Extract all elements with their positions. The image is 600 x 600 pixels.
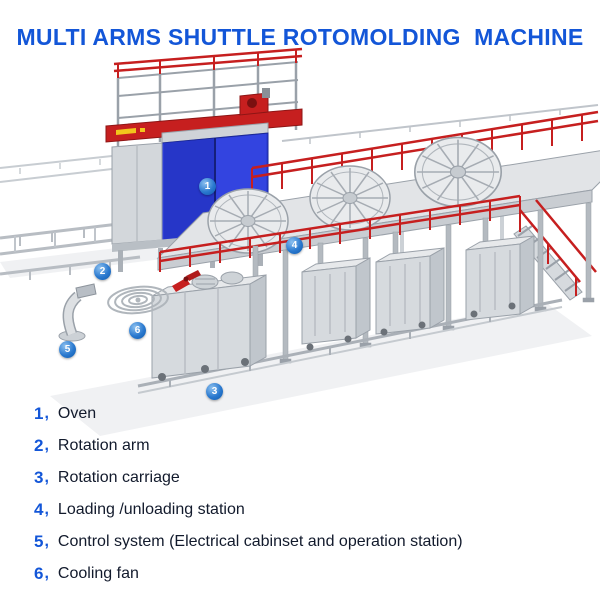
legend-item-label: Rotation carriage [57, 469, 180, 486]
legend-item: 6, Cooling fan [34, 558, 463, 590]
overhead-rail [0, 104, 599, 183]
legend-item: 3, Rotation carriage [34, 462, 463, 494]
beam-logo-mark [116, 128, 136, 135]
legend-item: 2, Rotation arm [34, 430, 463, 462]
legend-item-separator: , [44, 437, 49, 454]
spiral-track [107, 285, 169, 315]
callout-badge-5: 5 [59, 341, 76, 358]
spoke-wheel-2 [309, 165, 391, 231]
legend-item-number: 5 [34, 532, 44, 551]
callout-badge-2: 2 [94, 263, 111, 280]
cooling-fan-cylinders [191, 271, 244, 290]
spoke-wheel-3 [413, 136, 503, 208]
legend-item: 1, Oven [34, 398, 463, 430]
legend-item: 5, Control system (Electrical cabinset a… [34, 526, 463, 558]
oven-top-railing [113, 47, 303, 78]
legend-item-label: Loading /unloading station [57, 501, 245, 518]
legend-item-separator: , [44, 405, 49, 422]
oven-illustration [105, 47, 303, 272]
callout-badge-6: 6 [129, 322, 146, 339]
legend-item-number: 2 [34, 436, 44, 455]
callout-badge-4: 4 [286, 237, 303, 254]
legend-item-number: 4 [34, 500, 44, 519]
rotation-carriage [301, 257, 371, 351]
clamp-arm [172, 270, 201, 292]
legend-item: 4, Loading /unloading station [34, 494, 463, 526]
legend-item-separator: , [44, 469, 49, 486]
legend-item-separator: , [44, 533, 49, 550]
legend-item-separator: , [44, 565, 49, 582]
rotation-carriage [465, 235, 535, 321]
callout-badge-3: 3 [206, 383, 223, 400]
legend-item-number: 6 [34, 564, 44, 583]
rotation-carriage-main [151, 270, 267, 381]
legend-item-separator: , [44, 501, 49, 518]
legend: 1, Oven 2, Rotation arm 3, Rotation carr… [34, 398, 463, 590]
front-railing [159, 194, 521, 272]
legend-item-number: 3 [34, 468, 44, 487]
control-console [58, 283, 97, 342]
legend-item-label: Rotation arm [57, 437, 150, 454]
console-screen [75, 283, 97, 299]
legend-item-number: 1 [34, 404, 44, 423]
shuttle-rail [137, 298, 563, 394]
red-beam [105, 108, 303, 143]
back-railing [251, 110, 599, 194]
legend-item-label: Cooling fan [57, 565, 139, 582]
callout-badge-1: 1 [199, 178, 216, 195]
legend-item-label: Oven [57, 405, 97, 422]
legend-item-label: Control system (Electrical cabinset and … [57, 533, 463, 550]
rotation-carriage [375, 247, 445, 336]
page-title: MULTI ARMS SHUTTLE ROTOMOLDING MACHINE [16, 24, 584, 50]
